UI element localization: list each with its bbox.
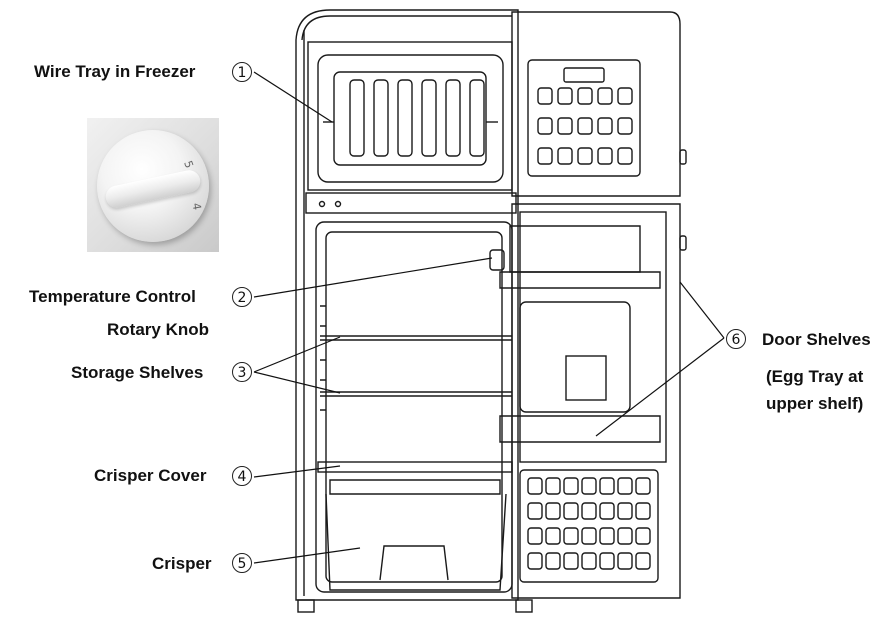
foot-right — [515, 599, 533, 613]
leader-6b — [595, 337, 725, 437]
freezer-door — [511, 11, 681, 197]
callout-1: 1 — [232, 62, 252, 82]
temperature-knob-photo: 5 4 — [87, 118, 219, 252]
crisper-cover — [317, 461, 513, 473]
label-crisper: Crisper — [152, 554, 212, 573]
crisper-drawer — [325, 493, 507, 591]
door-shelf-lower — [499, 415, 661, 443]
freezer-door-ice-grid — [537, 87, 633, 165]
wire-tray — [317, 54, 504, 183]
callout-5: 5 — [232, 553, 252, 573]
fridge-compartment — [315, 221, 513, 593]
leader-5 — [253, 547, 361, 564]
leader-4 — [253, 465, 341, 478]
foot-left — [297, 599, 315, 613]
callout-4: 4 — [232, 466, 252, 486]
label-wire-tray: Wire Tray in Freezer — [34, 62, 196, 81]
callout-3: 3 — [232, 362, 252, 382]
label-storage-shelves: Storage Shelves — [71, 363, 204, 382]
leader-3a — [253, 336, 341, 373]
wire-tray-slots — [349, 79, 485, 157]
fridge-door — [511, 203, 681, 599]
rotary-knob: 5 4 — [97, 130, 209, 242]
label-crisper-cover: Crisper Cover — [94, 466, 207, 485]
label-door-shelves: Door Shelves — [762, 330, 871, 349]
leader-1 — [253, 71, 333, 123]
label-egg-tray-line1: (Egg Tray at — [766, 367, 864, 386]
leader-3b — [253, 371, 341, 394]
freezer-compartment — [307, 41, 513, 191]
door-shelf-upper — [509, 225, 641, 273]
door-egg-grid — [527, 477, 651, 570]
leader-2 — [253, 257, 493, 298]
leader-lines — [253, 71, 725, 564]
callout-6: 6 — [726, 329, 746, 349]
label-temperature-control: Temperature Control — [29, 287, 196, 306]
storage-shelf-lower — [320, 391, 512, 397]
cabinet-outline — [295, 9, 519, 601]
label-egg-tray-line2: upper shelf) — [766, 394, 864, 413]
callout-2: 2 — [232, 287, 252, 307]
label-rotary-knob: Rotary Knob — [107, 320, 209, 339]
leader-6a — [679, 281, 725, 339]
storage-shelf-upper — [320, 335, 512, 341]
temperature-control-housing — [489, 249, 505, 271]
